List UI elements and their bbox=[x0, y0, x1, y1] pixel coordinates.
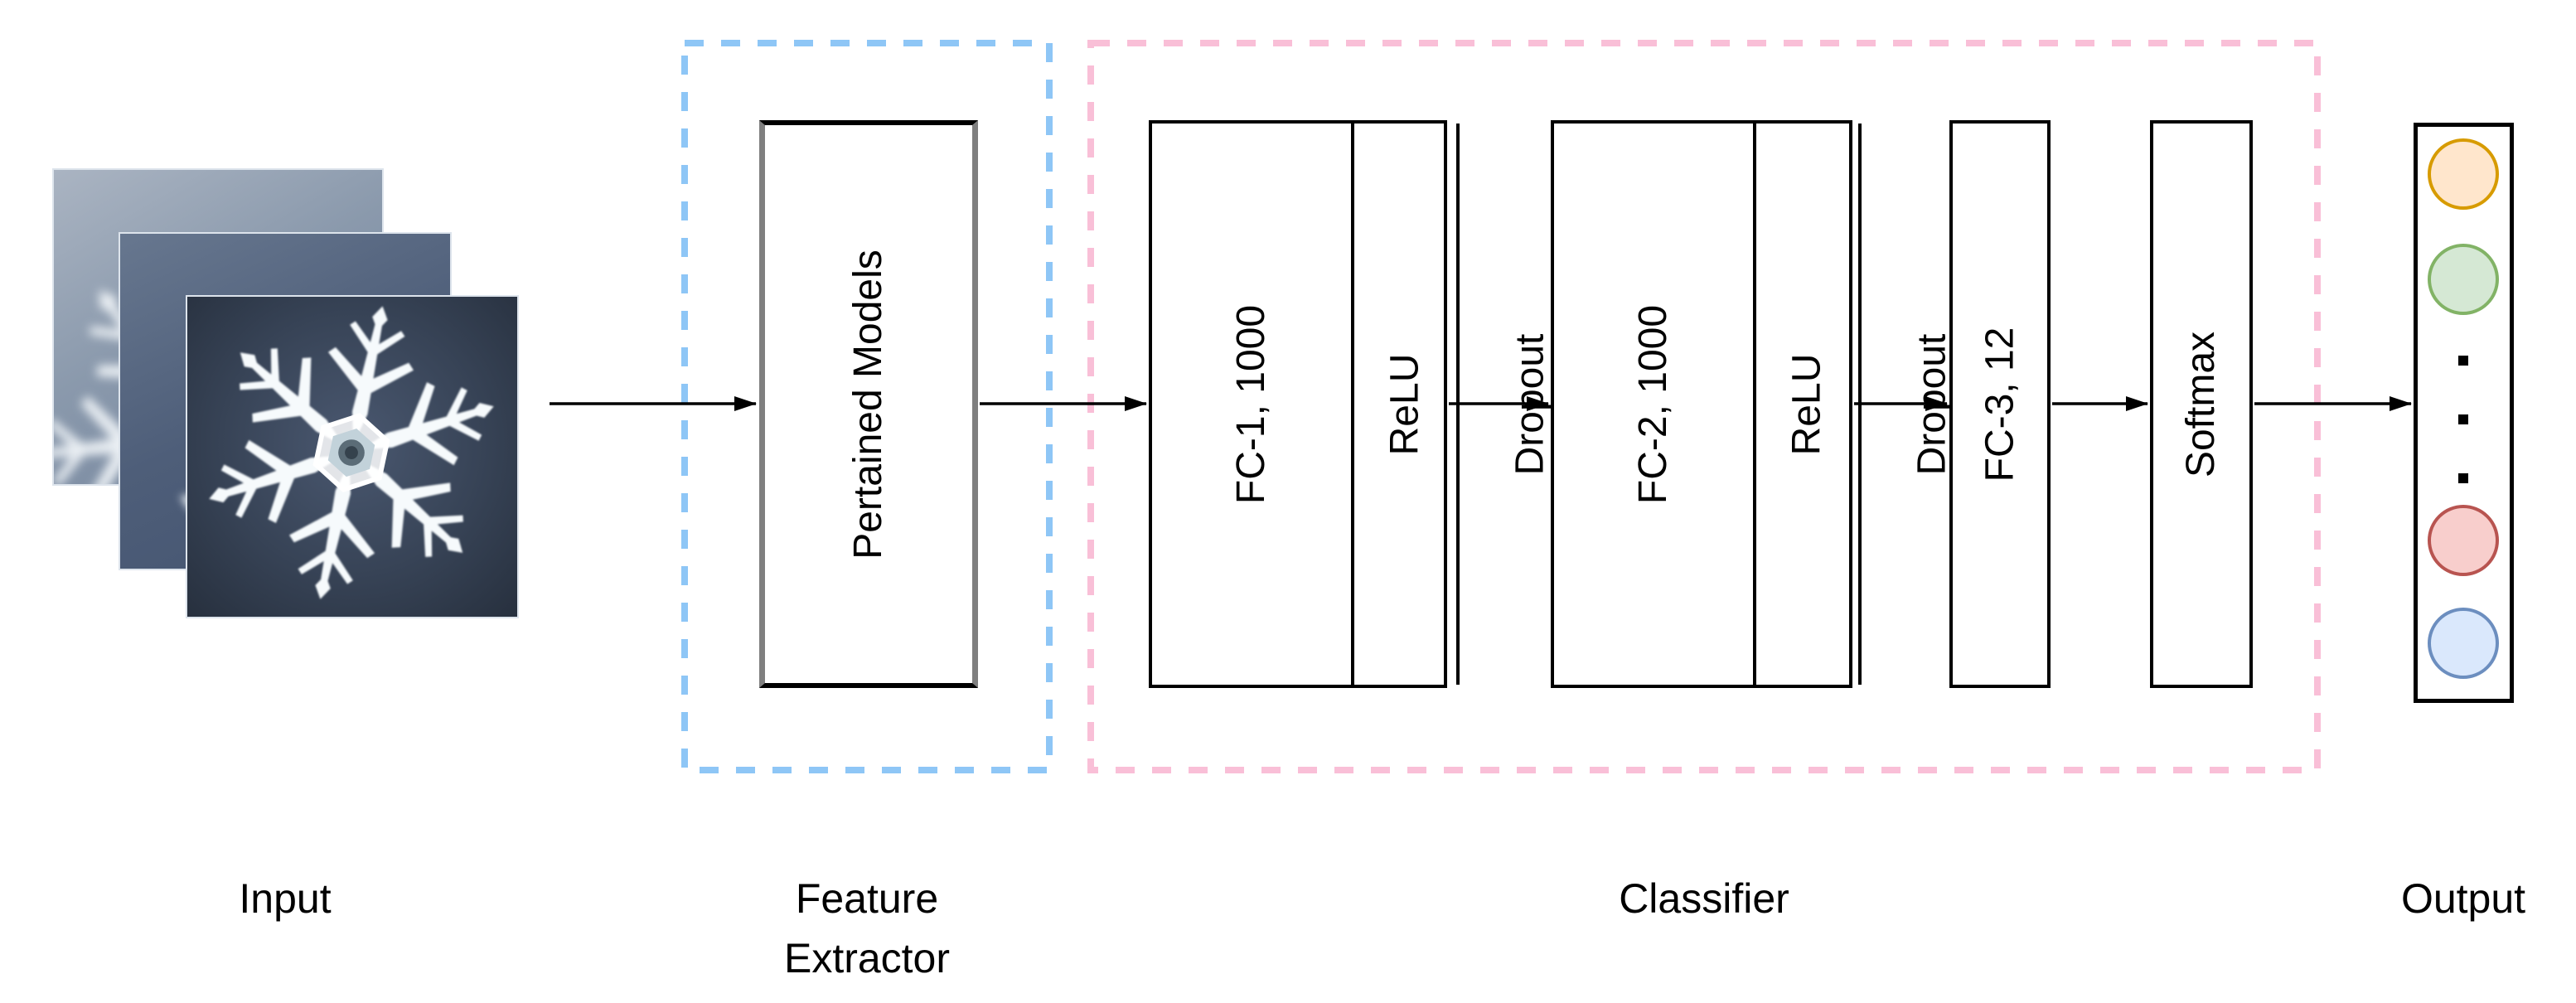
ellipsis-dot bbox=[2458, 473, 2468, 483]
class-node-blue bbox=[2428, 608, 2499, 679]
layer-fc1-label: FC-1, 1000 bbox=[1229, 304, 1274, 504]
caption-feature-extractor: Feature Extractor bbox=[701, 869, 1033, 988]
classifier-block-1: FC-1, 1000 ReLU Dropout bbox=[1149, 120, 1552, 688]
pretrained-models-label: Pertained Models bbox=[846, 249, 891, 560]
caption-classifier: Classifier bbox=[1619, 875, 1789, 922]
feature-extractor-dashed-border bbox=[681, 40, 1053, 773]
layer-softmax: Softmax bbox=[2150, 120, 2253, 688]
caption-input: Input bbox=[239, 875, 332, 922]
snowflake-center bbox=[312, 413, 390, 492]
layer-dropout-1: Dropout bbox=[1455, 124, 1601, 685]
output-nodes-box bbox=[2414, 123, 2514, 703]
layer-dropout2-label: Dropout bbox=[1910, 333, 1954, 475]
layer-dropout-2: Dropout bbox=[1857, 124, 2003, 685]
classifier-block-2: FC-2, 1000 ReLU Dropout bbox=[1551, 120, 1954, 688]
ellipsis-dot bbox=[2458, 356, 2468, 366]
input-image-front bbox=[186, 295, 519, 618]
layer-fc3-label: FC-3, 12 bbox=[1978, 327, 2022, 482]
class-node-green bbox=[2428, 244, 2499, 315]
class-node-orange bbox=[2428, 138, 2499, 210]
layer-relu-1: ReLU bbox=[1351, 124, 1456, 685]
layer-fc3: FC-3, 12 bbox=[1949, 120, 2051, 688]
layer-fc2: FC-2, 1000 bbox=[1554, 124, 1753, 685]
pretrained-models-box: Pertained Models bbox=[759, 120, 978, 688]
layer-relu1-label: ReLU bbox=[1382, 353, 1427, 455]
ellipsis-dot bbox=[2458, 414, 2468, 424]
layer-fc2-label: FC-2, 1000 bbox=[1631, 304, 1676, 504]
layer-fc1: FC-1, 1000 bbox=[1152, 124, 1351, 685]
class-node-red bbox=[2428, 505, 2499, 576]
caption-feature-extractor-line1: Feature bbox=[795, 875, 939, 922]
classifier-dashed-border bbox=[1087, 40, 2321, 773]
layer-relu2-label: ReLU bbox=[1784, 353, 1829, 455]
caption-output: Output bbox=[2400, 875, 2526, 922]
layer-softmax-label: Softmax bbox=[2179, 331, 2223, 477]
layer-relu-2: ReLU bbox=[1753, 124, 1858, 685]
caption-feature-extractor-line2: Extractor bbox=[783, 935, 951, 981]
layer-dropout1-label: Dropout bbox=[1508, 333, 1552, 475]
